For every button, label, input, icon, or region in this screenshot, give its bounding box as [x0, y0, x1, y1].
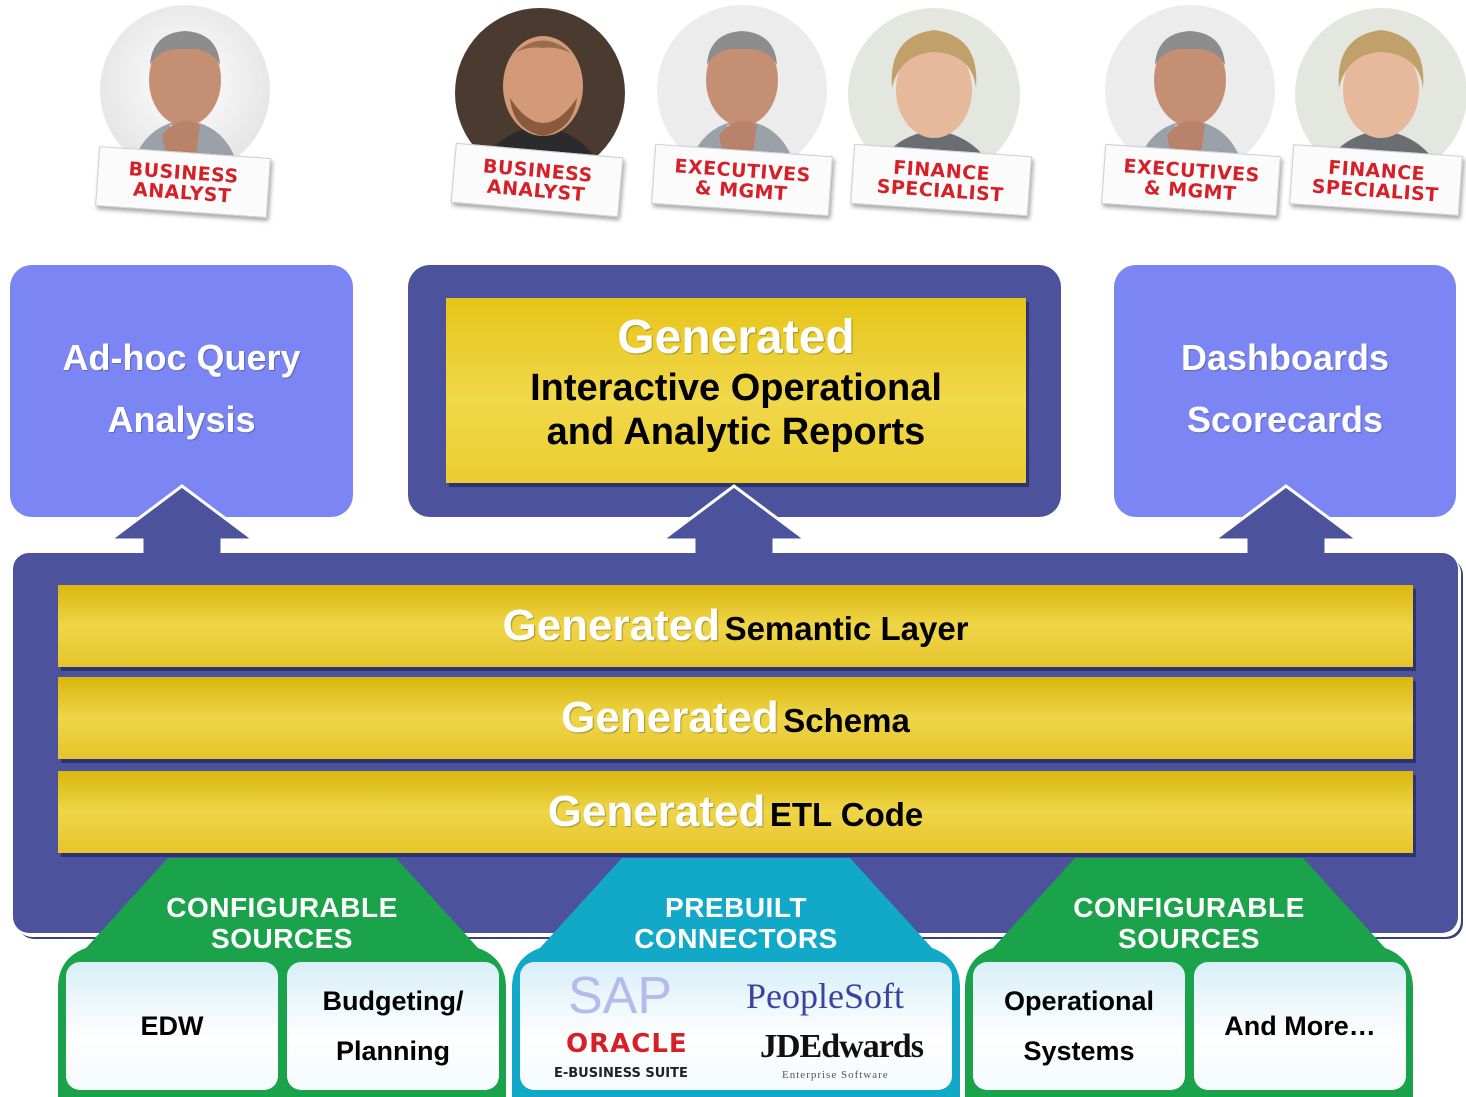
- source-operational-systems: Operational Systems: [973, 962, 1185, 1090]
- persona-finance-right: FINANCE SPECIALIST: [1285, 0, 1466, 245]
- role-tag: FINANCE SPECIALIST: [850, 143, 1032, 217]
- reports-container: Generated Interactive Operational and An…: [408, 265, 1061, 517]
- source-label-line1: PREBUILT: [665, 892, 807, 923]
- source-label-line2: SOURCES: [1118, 923, 1260, 954]
- source-label-line2: SOURCES: [211, 923, 353, 954]
- layer-generated-label: Generated: [502, 601, 721, 650]
- source-label: PREBUILT CONNECTORS: [512, 892, 960, 954]
- jdedwards-logo: JDEdwards: [760, 1028, 924, 1065]
- layer-schema: Generated Schema: [58, 677, 1413, 759]
- source-label-line1: CONFIGURABLE: [166, 892, 398, 923]
- person-photo: [1105, 5, 1275, 175]
- layer-name: Semantic Layer: [724, 610, 969, 647]
- up-arrows: [105, 484, 1363, 570]
- persona-executives-right: EXECUTIVES & MGMT: [1095, 0, 1295, 245]
- oracle-logo: ORACLE: [566, 1029, 688, 1059]
- persona-business-analyst-left: BUSINESS ANALYST: [85, 0, 285, 245]
- source-edw: EDW: [66, 962, 278, 1090]
- persona-business-analyst-center: BUSINESS ANALYST: [445, 0, 645, 245]
- layer-name: ETL Code: [769, 796, 924, 833]
- adhoc-line1: Ad-hoc Query: [62, 337, 301, 378]
- source-label-line1: CONFIGURABLE: [1073, 892, 1305, 923]
- reports-line1: Interactive Operational: [530, 367, 942, 409]
- connector-logos: SAP PeopleSoft ORACLE E-BUSINESS SUITE J…: [520, 962, 952, 1090]
- layer-etl: Generated ETL Code: [58, 771, 1413, 853]
- layer-generated-label: Generated: [561, 693, 779, 742]
- dashboards-line1: Dashboards: [1180, 337, 1390, 378]
- persona-executives-center: EXECUTIVES & MGMT: [645, 0, 845, 245]
- dashboards-box: Dashboards Scorecards: [1114, 265, 1456, 517]
- source-label-line2: CONNECTORS: [634, 923, 838, 954]
- peoplesoft-logo: PeopleSoft: [746, 976, 904, 1016]
- layer-generated-label: Generated: [547, 787, 766, 836]
- reports-panel: Generated Interactive Operational and An…: [446, 298, 1026, 483]
- persona-finance-center: FINANCE SPECIALIST: [840, 0, 1040, 245]
- source-budgeting: Budgeting/ Planning: [287, 962, 499, 1090]
- source-group-left: CONFIGURABLE SOURCES EDW Budgeting/ Plan…: [58, 858, 506, 1097]
- source-group-right: CONFIGURABLE SOURCES Operational Systems…: [965, 858, 1413, 1097]
- reports-generated-label: Generated: [617, 311, 855, 364]
- adhoc-line2: Analysis: [107, 399, 256, 440]
- role-tag: BUSINESS ANALYST: [95, 146, 271, 218]
- reports-line2: and Analytic Reports: [546, 411, 926, 453]
- source-label: CONFIGURABLE SOURCES: [965, 892, 1413, 954]
- role-tag: FINANCE SPECIALIST: [1289, 144, 1463, 216]
- adhoc-query-box: Ad-hoc Query Analysis: [10, 265, 353, 517]
- sap-logo: SAP: [568, 967, 673, 1025]
- role-tag: EXECUTIVES & MGMT: [1101, 143, 1281, 217]
- source-and-more: And More…: [1194, 962, 1406, 1090]
- source-label: CONFIGURABLE SOURCES: [58, 892, 506, 954]
- jdedwards-caption: Enterprise Software: [782, 1069, 889, 1081]
- source-group-middle: PREBUILT CONNECTORS SAP PeopleSoft ORACL…: [512, 858, 960, 1097]
- oracle-ebs-caption: E-BUSINESS SUITE: [554, 1066, 688, 1081]
- dashboards-line2: Scorecards: [1186, 399, 1384, 440]
- layer-semantic: Generated Semantic Layer: [58, 585, 1413, 667]
- role-tag: EXECUTIVES & MGMT: [651, 143, 833, 217]
- layer-name: Schema: [783, 702, 910, 739]
